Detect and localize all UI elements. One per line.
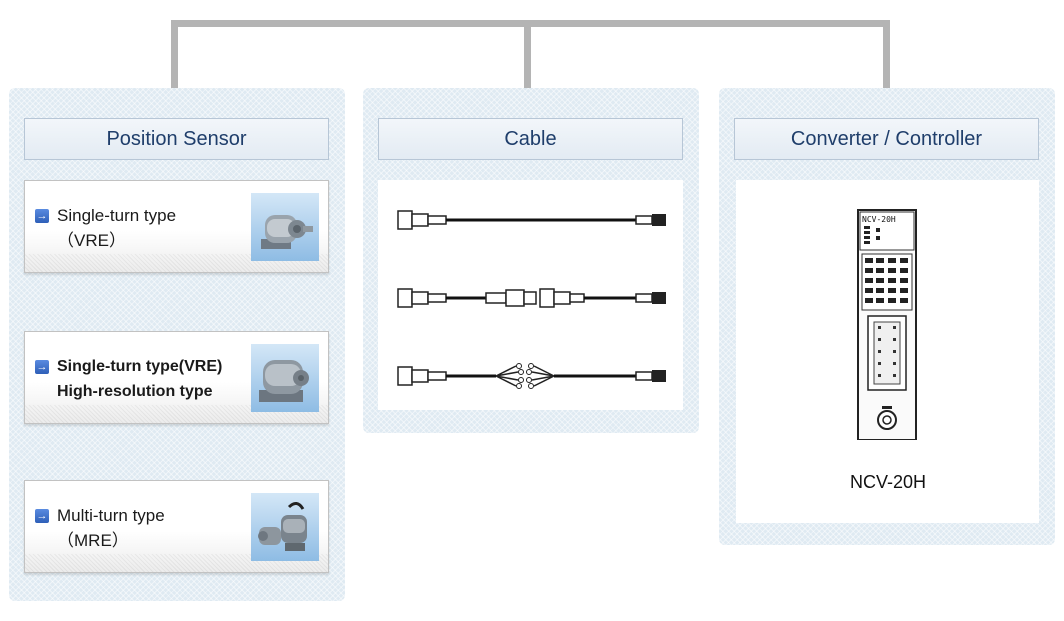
converter-controller-panel: Converter / Controller NCV-20H: [719, 88, 1055, 545]
cable-illustrations: [397, 210, 666, 389]
label-line: High-resolution type: [57, 383, 213, 400]
sensor-card-label[interactable]: Multi-turn type （MRE）: [57, 503, 165, 553]
extension-cable-icon: [397, 288, 666, 308]
sensor-card-single-turn[interactable]: → Single-turn type （VRE）: [24, 180, 329, 273]
controller-model-caption: NCV-20H: [849, 472, 927, 492]
split-lead-cable-icon: [397, 363, 666, 389]
connector-drop-left: [171, 20, 178, 88]
encoder-icon: [258, 502, 307, 551]
straight-cable-icon: [397, 210, 666, 230]
arrow-right-icon: →: [35, 209, 49, 223]
sensor-card-label[interactable]: Single-turn type （VRE）: [57, 203, 176, 253]
cable-panel: Cable: [363, 88, 699, 433]
sensor-card-high-resolution[interactable]: → Single-turn type(VRE) High-resolution …: [24, 331, 329, 424]
arrow-right-icon: →: [35, 360, 49, 374]
sensor-card-multi-turn[interactable]: → Multi-turn type （MRE）: [24, 480, 329, 573]
encoder-icon: [261, 215, 313, 249]
label-line: （MRE）: [57, 531, 129, 550]
connector-drop-right: [883, 20, 890, 88]
sensor-card-label[interactable]: Single-turn type(VRE) High-resolution ty…: [57, 354, 222, 404]
label-line: Multi-turn type: [57, 506, 165, 525]
panel-header-position-sensor: Position Sensor: [24, 118, 329, 160]
panel-header-label: Converter / Controller: [790, 127, 983, 150]
multi-turn-sensor-image[interactable]: [251, 493, 319, 561]
single-turn-sensor-image[interactable]: [251, 193, 319, 261]
panel-header-label: Position Sensor: [106, 127, 247, 150]
encoder-icon: [259, 360, 309, 402]
device-label: NCV-20H: [862, 215, 896, 224]
label-line: Single-turn type(VRE): [57, 358, 223, 375]
controller-device-icon[interactable]: NCV-20H: [736, 180, 1039, 440]
panel-header-cable: Cable: [378, 118, 683, 160]
connector-drop-center: [524, 20, 531, 88]
position-sensor-panel: Position Sensor → Single-turn type （VRE）…: [9, 88, 345, 601]
label-line: （VRE）: [57, 231, 126, 250]
panel-header-label: Cable: [504, 127, 557, 150]
label-line: Single-turn type: [57, 206, 177, 225]
converter-illustration-box: NCV-20H: [736, 180, 1039, 523]
arrow-right-icon: →: [35, 509, 49, 523]
panel-header-converter-controller: Converter / Controller: [734, 118, 1039, 160]
cable-illustration-box: [378, 180, 683, 410]
high-resolution-sensor-image[interactable]: [251, 344, 319, 412]
